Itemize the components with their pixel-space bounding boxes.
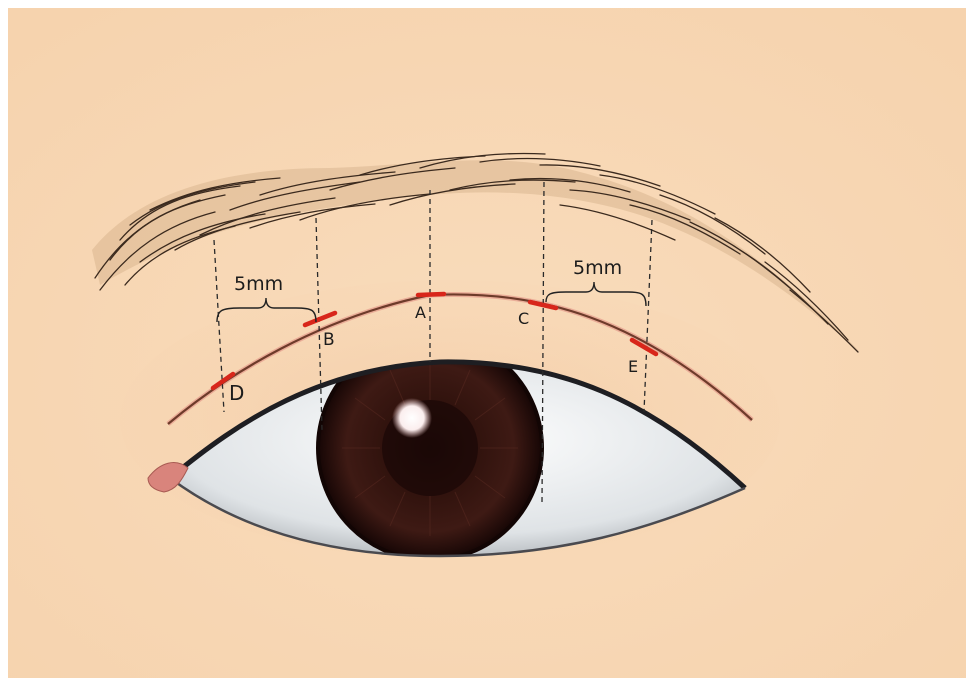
right-measurement-label: 5mm [573, 257, 622, 279]
point-label-e: E [628, 357, 638, 376]
mark-a [418, 294, 444, 295]
light-reflection [392, 398, 432, 438]
point-label-d: D [229, 381, 244, 405]
point-label-b: B [323, 330, 335, 350]
left-measurement-label: 5mm [234, 273, 283, 295]
point-label-a: A [415, 303, 426, 322]
point-label-c: C [518, 309, 529, 328]
